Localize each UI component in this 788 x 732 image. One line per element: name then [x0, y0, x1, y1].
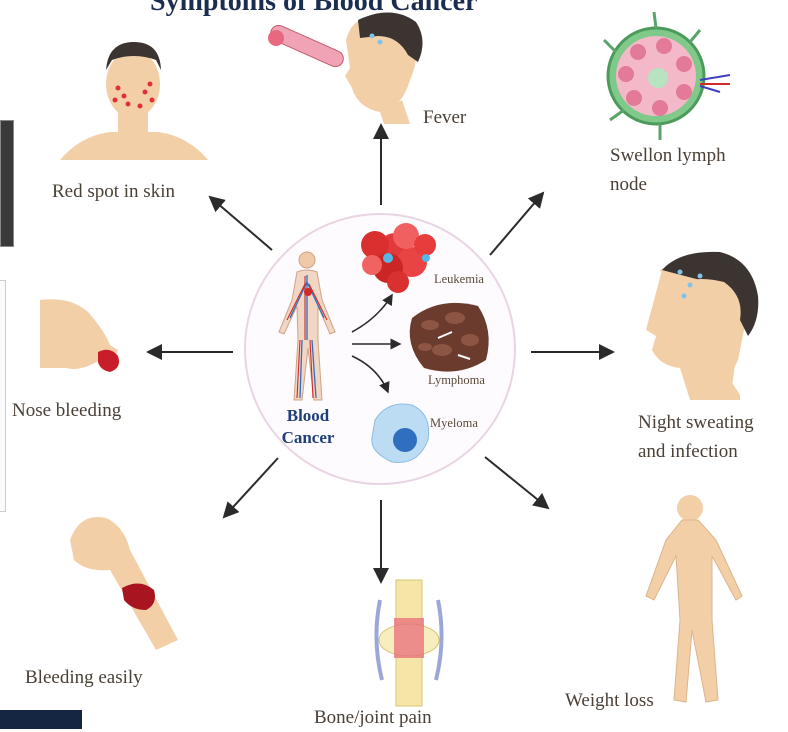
- thin-body-icon: [646, 495, 742, 702]
- night-sweating-icon: [646, 252, 758, 400]
- lymphoma-cells-icon: [410, 303, 489, 372]
- nose-bleeding-icon: [40, 299, 119, 372]
- red-spot-face-icon: [60, 42, 208, 160]
- center-label-line2: Cancer: [268, 427, 348, 449]
- arrow-lymph: [490, 193, 543, 255]
- lymph-node-icon: [604, 12, 730, 140]
- label-lymph-line2: node: [610, 170, 647, 199]
- bleeding-wrist-icon: [70, 517, 178, 650]
- center-label: Blood Cancer: [268, 405, 348, 449]
- label-lymph-line1: Swellon lymph: [610, 141, 726, 170]
- arrow-bleeding: [224, 458, 278, 517]
- label-fever: Fever: [423, 103, 466, 132]
- label-bleeding-easily: Bleeding easily: [25, 663, 143, 692]
- label-myeloma: Myeloma: [430, 416, 478, 431]
- label-bone-joint-pain: Bone/joint pain: [314, 703, 432, 732]
- label-night-line2: and infection: [638, 437, 738, 466]
- arrow-weight: [485, 457, 548, 508]
- fever-icon: [268, 12, 423, 124]
- label-leukemia: Leukemia: [434, 272, 484, 287]
- center-label-line1: Blood: [268, 405, 348, 427]
- arrow-red-spot: [210, 197, 272, 250]
- label-lymphoma: Lymphoma: [428, 373, 485, 388]
- label-nose-bleeding: Nose bleeding: [12, 396, 121, 425]
- label-night-line1: Night sweating: [638, 408, 754, 437]
- label-red-spot: Red spot in skin: [52, 177, 175, 206]
- knee-joint-icon: [376, 580, 441, 706]
- plasma-cell-icon: [372, 404, 429, 463]
- label-weight-loss: Weight loss: [565, 686, 654, 715]
